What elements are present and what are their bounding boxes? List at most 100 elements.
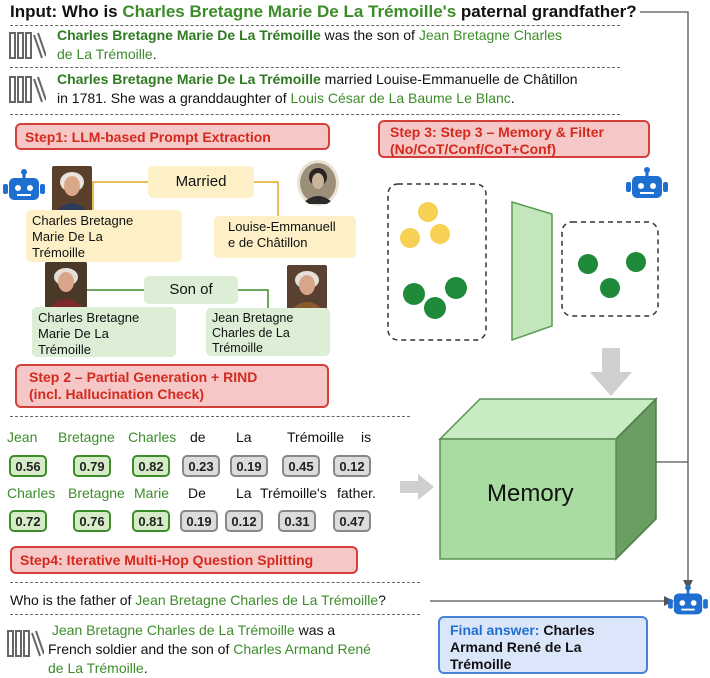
divider (10, 25, 620, 26)
token-score: 0.23 (182, 455, 220, 477)
node-c-line: Charles Bretagne (38, 310, 140, 325)
node-d-line: Charles de La (212, 326, 290, 340)
doc2-mid: married Louise-Emmanuelle de Châtillon (320, 71, 578, 87)
token-word: Trémoille (287, 429, 345, 445)
portrait-image (297, 160, 339, 206)
token-score: 0.82 (132, 455, 170, 477)
token-word: father. (337, 485, 376, 501)
token-word: Charles (7, 485, 56, 501)
input-prefix: Input: Who is (10, 2, 123, 21)
step2-label: Step 2 – Partial Generation + RIND (incl… (15, 364, 329, 408)
divider (10, 582, 420, 583)
doc1-text: Charles Bretagne Marie De La Trémoille w… (57, 26, 617, 64)
step4-label: Step4: Iterative Multi-Hop Question Spli… (10, 546, 358, 574)
token-word: La (236, 429, 252, 445)
node-person-c: Charles Bretagne Marie De La Trémoille (32, 307, 176, 357)
token-word: Jean (7, 429, 38, 445)
token-word: Trémoille's (260, 485, 327, 501)
books-icon (9, 32, 46, 59)
divider (10, 114, 620, 115)
token-score: 0.72 (9, 510, 47, 532)
arrow-right-icon (400, 474, 434, 500)
doc1-subject: Charles Bretagne Marie De La Trémoille (57, 27, 321, 43)
doc2-line2a: in 1781. She was a granddaughter of (57, 90, 291, 106)
divider (10, 416, 410, 417)
memory-filter-diagram (387, 183, 659, 396)
token-score: 0.19 (180, 510, 218, 532)
question-entity: Jean Bretagne Charles de La Trémoille (135, 592, 379, 608)
memory-cube (438, 397, 658, 561)
portrait-image (52, 166, 92, 212)
doc1-object: Jean Bretagne Charles (418, 27, 563, 43)
input-entity: Charles Bretagne Marie De La Trémoille's (122, 2, 457, 21)
token-score: 0.81 (132, 510, 170, 532)
doc3-text: Jean Bretagne Charles de La Trémoille wa… (48, 621, 428, 678)
divider (10, 67, 620, 68)
token-word: Bretagne (68, 485, 125, 501)
doc1-end: . (152, 46, 157, 62)
final-answer-box: Final answer: Charles Armand René de La … (438, 616, 648, 674)
node-a-line: Charles Bretagne (32, 213, 134, 228)
token-word: La (236, 485, 252, 501)
step1-label: Step1: LLM-based Prompt Extraction (15, 123, 330, 150)
doc3-line3a: de La Trémoille (48, 660, 144, 676)
step3-line1: Step 3: Step 3 – Memory & Filter (390, 124, 604, 140)
final-answer-line: Charles (539, 622, 595, 638)
node-person-a: Charles Bretagne Marie De La Trémoille (26, 210, 182, 262)
question-suffix: ? (378, 592, 386, 608)
token-word: Charles (128, 429, 177, 445)
robot-icon (626, 167, 668, 198)
step3-label: Step 3: Step 3 – Memory & Filter (No/CoT… (378, 120, 650, 158)
books-icon (7, 630, 44, 657)
input-question: Input: Who is Charles Bretagne Marie De … (10, 2, 637, 22)
doc1-line2: de La Trémoille (57, 46, 153, 62)
doc3-subject: Jean Bretagne Charles de La Trémoille (51, 622, 295, 638)
node-person-b: Louise-Emmanuell e de Châtillon (214, 216, 356, 258)
node-b-line: Louise-Emmanuell (228, 219, 336, 234)
relation-married: Married (148, 166, 254, 198)
node-c-line: Trémoille (38, 342, 91, 357)
final-label: Final answer: (450, 622, 540, 638)
doc2-subject: Charles Bretagne Marie De La Trémoille (57, 71, 321, 87)
sub-question: Who is the father of Jean Bretagne Charl… (10, 592, 386, 608)
token-score: 0.56 (9, 455, 47, 477)
final-answer-line: Armand René de La (450, 639, 582, 655)
divider (10, 614, 420, 615)
token-score: 0.47 (333, 510, 371, 532)
node-person-d: Jean Bretagne Charles de La Trémoille (206, 308, 330, 356)
step3-line2: (No/CoT/Conf/CoT+Conf) (390, 141, 557, 157)
books-icon (9, 76, 46, 103)
token-score: 0.79 (73, 455, 111, 477)
doc2-line2b: Louis César de La Baume Le Blanc (290, 90, 511, 106)
node-d-line: Trémoille (212, 341, 263, 355)
doc3-end: . (143, 660, 148, 676)
portrait-image (45, 262, 87, 308)
portrait-image (287, 265, 327, 311)
question-prefix: Who is the father of (10, 592, 136, 608)
final-answer-line: Trémoille (450, 656, 512, 672)
doc3-line1-end: was a (294, 622, 336, 638)
token-score: 0.19 (230, 455, 268, 477)
doc2-end: . (510, 90, 515, 106)
robot-icon (3, 169, 45, 200)
doc2-text: Charles Bretagne Marie De La Trémoille m… (57, 70, 657, 108)
token-score: 0.12 (225, 510, 263, 532)
token-score: 0.12 (333, 455, 371, 477)
node-c-line: Marie De La (38, 326, 109, 341)
step2-line2: (incl. Hallucination Check) (29, 386, 205, 402)
token-word: is (361, 429, 372, 445)
memory-label: Memory (487, 480, 574, 507)
node-d-line: Jean Bretagne (212, 311, 294, 325)
token-word: Bretagne (58, 429, 115, 445)
token-score: 0.76 (73, 510, 111, 532)
relation-son-of: Son of (144, 276, 238, 304)
token-word: Marie (134, 485, 170, 501)
token-score: 0.45 (282, 455, 320, 477)
step2-line1: Step 2 – Partial Generation + RIND (29, 369, 258, 385)
doc3-line2a: French soldier and the son of (48, 641, 234, 657)
token-word: De (188, 485, 206, 501)
doc1-mid: was the son of (320, 27, 419, 43)
input-suffix: paternal grandfather? (456, 2, 637, 21)
node-b-line: e de Châtillon (228, 235, 308, 250)
token-word: de (190, 429, 206, 445)
